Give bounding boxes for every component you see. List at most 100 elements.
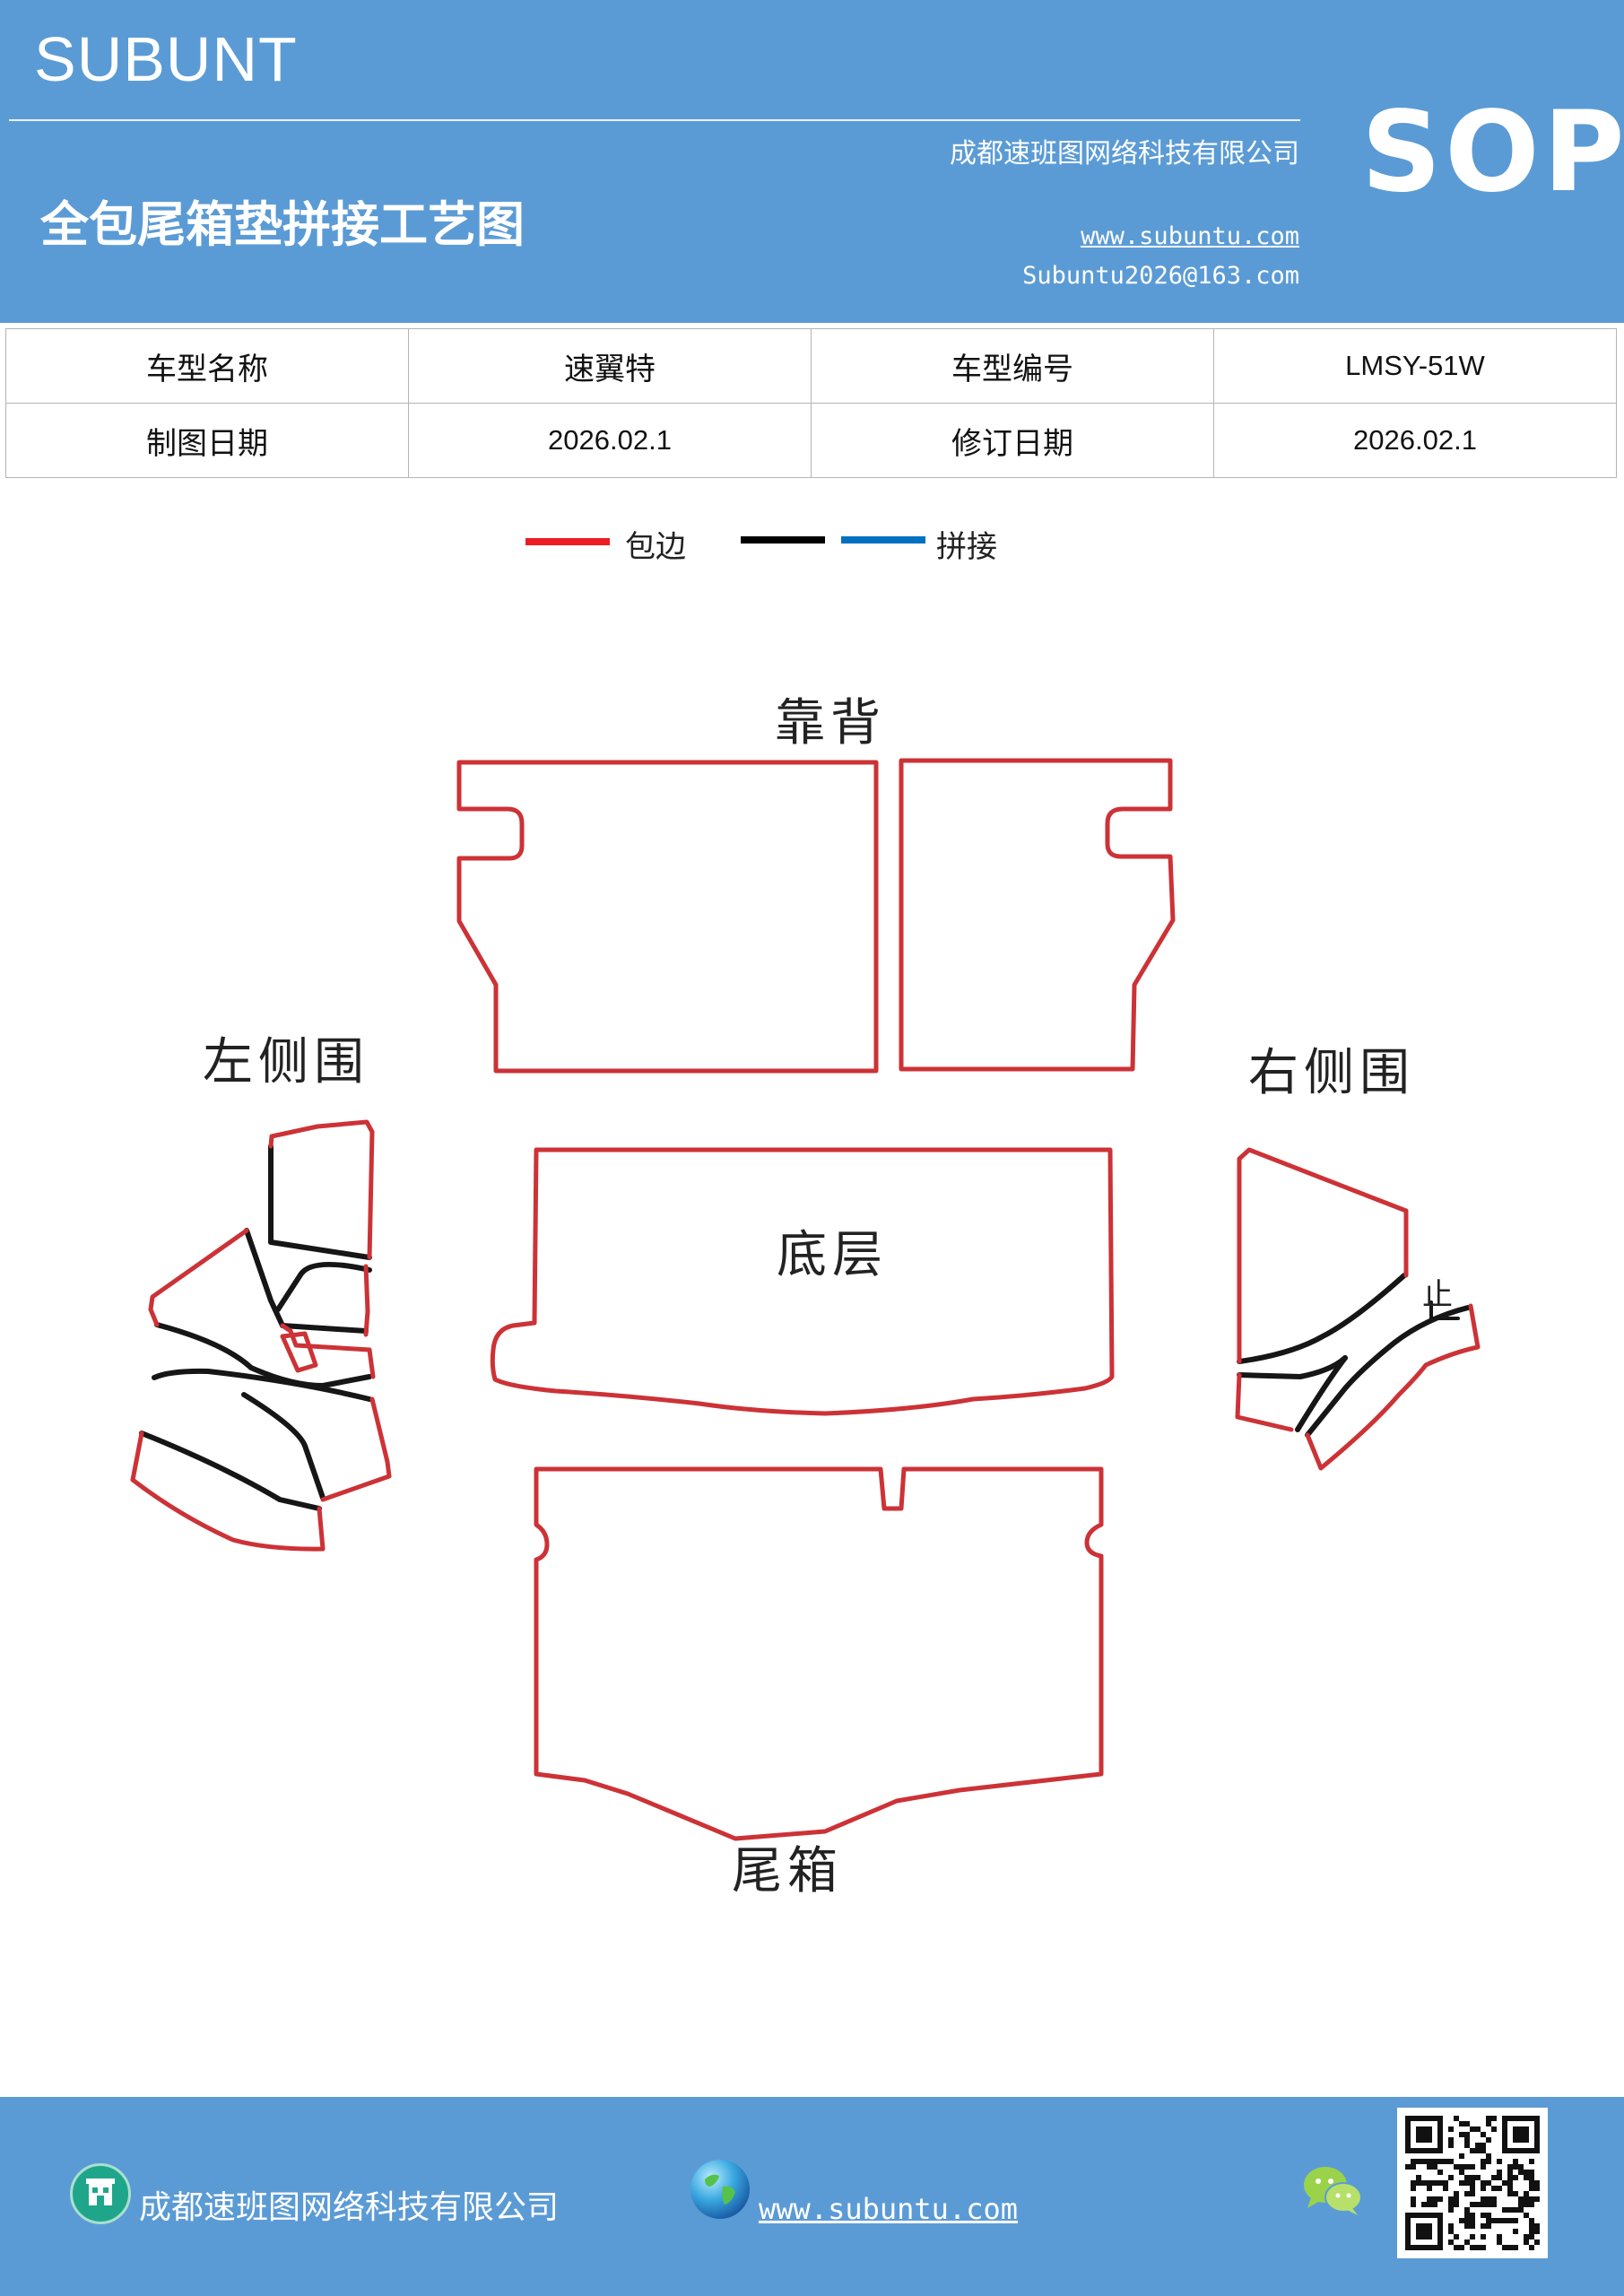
qr-module bbox=[1459, 2132, 1464, 2137]
qr-finder bbox=[1416, 2126, 1432, 2143]
qr-module bbox=[1507, 2180, 1513, 2186]
qr-module bbox=[1443, 2186, 1448, 2191]
qr-module bbox=[1448, 2229, 1454, 2234]
qr-module bbox=[1411, 2196, 1416, 2202]
qr-module bbox=[1481, 2143, 1486, 2148]
qr-module bbox=[1481, 2132, 1486, 2137]
legend-join-label: 拼接 bbox=[936, 529, 997, 565]
qr-module bbox=[1529, 2180, 1534, 2186]
legend-edge-label: 包边 bbox=[625, 529, 686, 565]
qr-module bbox=[1524, 2196, 1529, 2202]
qr-module bbox=[1454, 2116, 1459, 2121]
qr-module bbox=[1464, 2223, 1470, 2229]
vehicle-info-table: 车型名称 速翼特 车型编号 LMSY-51W 制图日期 2026.02.1 修订… bbox=[5, 328, 1617, 478]
left-side-seam bbox=[139, 1431, 322, 1511]
footer-website-link[interactable]: www.subuntu.com bbox=[759, 2192, 1018, 2226]
qr-module bbox=[1497, 2186, 1502, 2191]
qr-module bbox=[1497, 2234, 1502, 2239]
qr-module bbox=[1497, 2218, 1502, 2223]
qr-module bbox=[1459, 2180, 1464, 2186]
qr-module bbox=[1475, 2245, 1481, 2250]
qr-module bbox=[1416, 2159, 1421, 2164]
qr-module bbox=[1481, 2223, 1486, 2229]
qr-module bbox=[1437, 2196, 1443, 2202]
qr-module bbox=[1481, 2180, 1486, 2186]
trunk-piece bbox=[534, 1466, 1104, 1841]
qr-module bbox=[1502, 2218, 1507, 2223]
qr-module bbox=[1486, 2218, 1491, 2223]
qr-module bbox=[1454, 2196, 1459, 2202]
qr-module bbox=[1437, 2170, 1443, 2175]
qr-module bbox=[1464, 2164, 1470, 2170]
qr-module bbox=[1464, 2180, 1470, 2186]
qr-module bbox=[1524, 2239, 1529, 2245]
qr-module bbox=[1448, 2126, 1454, 2132]
qr-module bbox=[1507, 2186, 1513, 2191]
header-email: Subuntu2026@163.com bbox=[1022, 262, 1299, 290]
qr-module bbox=[1470, 2245, 1475, 2250]
qr-module bbox=[1534, 2186, 1540, 2191]
qr-module bbox=[1491, 2126, 1497, 2132]
qr-module bbox=[1427, 2186, 1432, 2191]
right-side-seam bbox=[1305, 1305, 1471, 1438]
qr-module bbox=[1432, 2180, 1437, 2186]
qr-module bbox=[1513, 2191, 1518, 2196]
qr-module bbox=[1518, 2196, 1524, 2202]
qr-module bbox=[1427, 2180, 1432, 2186]
qr-module bbox=[1486, 2202, 1491, 2207]
qr-module bbox=[1486, 2159, 1491, 2164]
right-side-seam bbox=[1237, 1273, 1407, 1364]
qr-module bbox=[1513, 2175, 1518, 2180]
qr-module bbox=[1470, 2213, 1475, 2218]
qr-module bbox=[1491, 2218, 1497, 2223]
qr-module bbox=[1475, 2148, 1481, 2153]
left-side-seam bbox=[241, 1392, 326, 1500]
qr-module bbox=[1481, 2159, 1486, 2164]
qr-module bbox=[1475, 2175, 1481, 2180]
qr-module bbox=[1534, 2196, 1540, 2202]
qr-module bbox=[1491, 2196, 1497, 2202]
qr-module bbox=[1529, 2245, 1534, 2250]
left-side-outline bbox=[320, 1396, 392, 1502]
qr-module bbox=[1448, 2223, 1454, 2229]
qr-module bbox=[1518, 2164, 1524, 2170]
qr-module bbox=[1411, 2202, 1416, 2207]
qr-module bbox=[1534, 2229, 1540, 2234]
company-icon bbox=[70, 2163, 131, 2224]
qr-module bbox=[1481, 2164, 1486, 2170]
qr-module bbox=[1443, 2159, 1448, 2164]
qr-module bbox=[1443, 2180, 1448, 2186]
model-code-value: LMSY-51W bbox=[1213, 328, 1617, 404]
left-side-seam bbox=[244, 1228, 369, 1334]
qr-module bbox=[1416, 2180, 1421, 2186]
qr-module bbox=[1497, 2175, 1502, 2180]
qr-module bbox=[1497, 2159, 1502, 2164]
legend-join-line bbox=[841, 536, 925, 544]
qr-module bbox=[1416, 2175, 1421, 2180]
qr-module bbox=[1486, 2121, 1491, 2126]
qr-module bbox=[1486, 2137, 1491, 2143]
left-side-seam bbox=[268, 1144, 372, 1260]
qr-module bbox=[1421, 2202, 1427, 2207]
right-side-outline bbox=[1235, 1372, 1294, 1432]
qr-module bbox=[1524, 2213, 1529, 2218]
qr-module bbox=[1459, 2121, 1464, 2126]
qr-module bbox=[1470, 2191, 1475, 2196]
wechat-icon[interactable] bbox=[1300, 2161, 1365, 2219]
qr-module bbox=[1513, 2229, 1518, 2234]
qr-module bbox=[1459, 2153, 1464, 2159]
qr-module bbox=[1454, 2245, 1459, 2250]
qr-module bbox=[1470, 2164, 1475, 2170]
header-website-link[interactable]: www.subuntu.com bbox=[1081, 222, 1299, 250]
sop-badge: SOP bbox=[1361, 88, 1624, 217]
qr-module bbox=[1481, 2148, 1486, 2153]
qr-module bbox=[1481, 2196, 1486, 2202]
qr-module bbox=[1427, 2164, 1432, 2170]
backrest-left-piece bbox=[456, 760, 879, 1074]
qr-module bbox=[1524, 2175, 1529, 2180]
left-side-outline bbox=[130, 1431, 326, 1552]
left-side-seam bbox=[275, 1261, 372, 1312]
qr-finder bbox=[1513, 2126, 1529, 2143]
qr-module bbox=[1475, 2202, 1481, 2207]
qr-module bbox=[1464, 2191, 1470, 2196]
